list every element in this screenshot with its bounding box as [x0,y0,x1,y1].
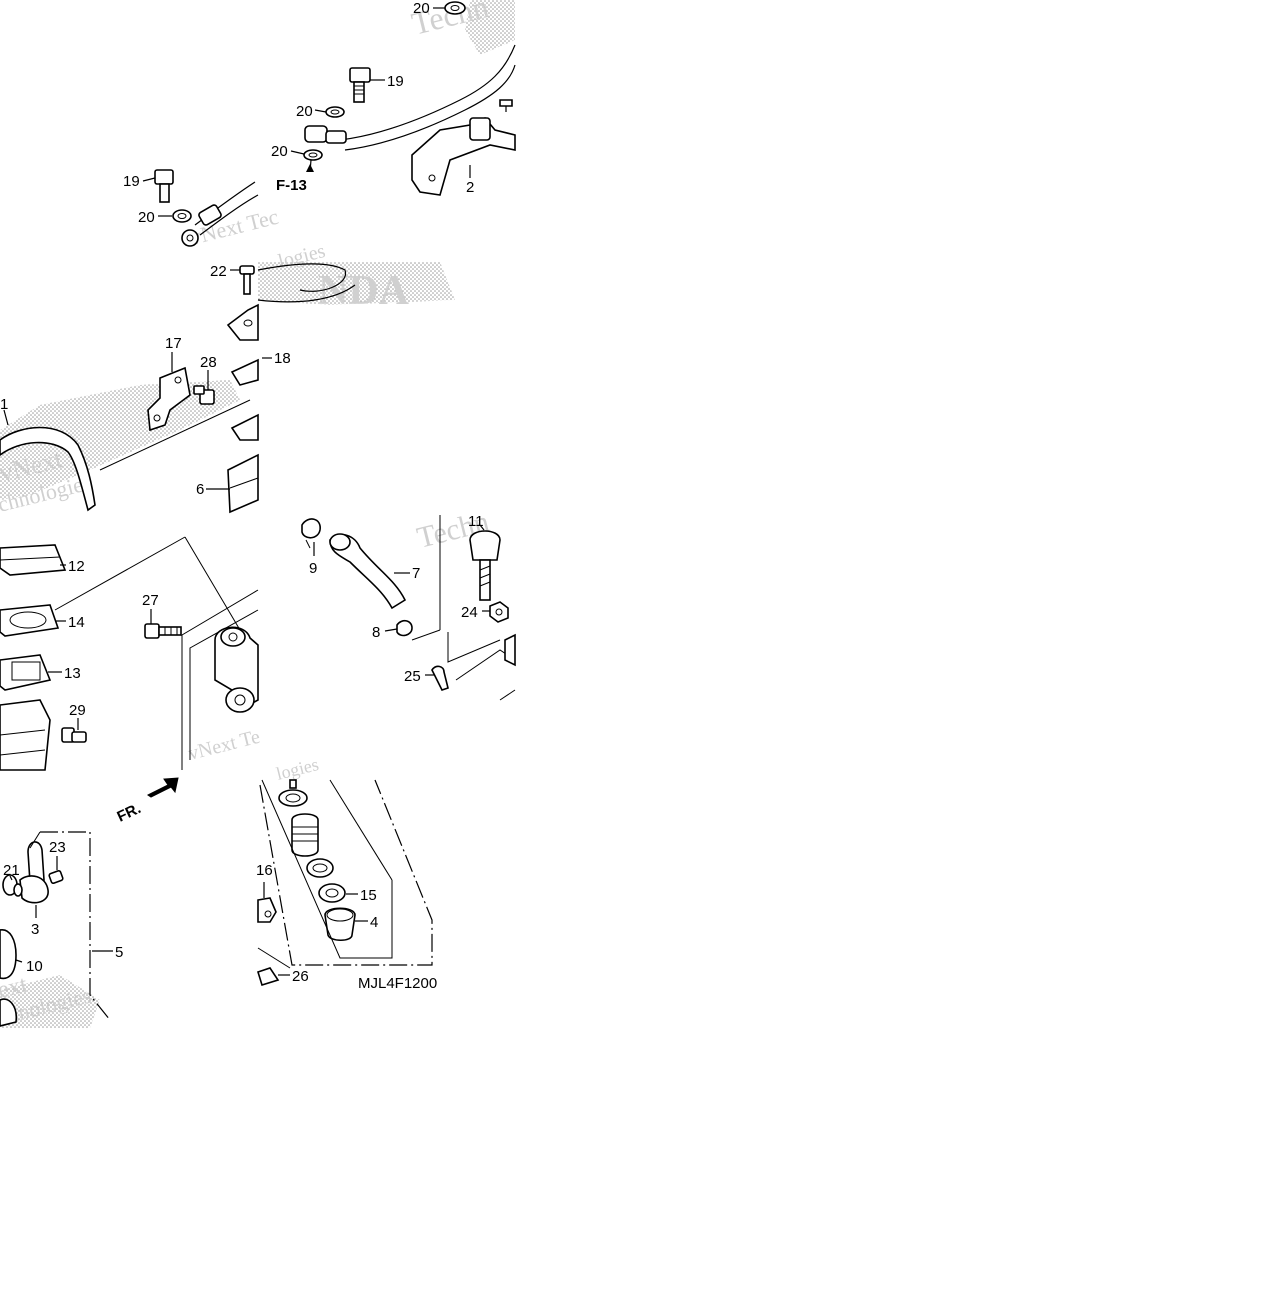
callout-label: 23 [49,839,66,856]
callout-label: 27 [142,592,159,609]
callout-label: 5 [115,944,123,961]
callout-labels: 20 19 20 20 F-13 19 20 2 22 17 28 18 1 6… [0,0,490,985]
tile-master-cylinder [0,536,259,771]
tile-middle-right [301,515,516,701]
callout-label: 15 [360,887,377,904]
callout-label: 11 [468,513,484,530]
tile-middle-left [0,263,356,514]
callout-label: 28 [200,354,217,371]
direction-label: FR. [115,800,144,826]
callout-label: 7 [412,565,420,582]
callout-label: 18 [274,350,291,367]
watermark-text: vNext Te [186,726,262,765]
tile-upper-left [154,169,259,247]
callout-label: 20 [296,103,313,120]
callout-label: 26 [292,968,309,985]
callout-label: 19 [123,173,140,190]
front-direction-indicator: FR. [115,777,179,826]
callout-label: 12 [68,558,85,575]
callout-label: 4 [370,914,378,931]
callout-label: 19 [387,73,404,90]
callout-label: 17 [165,335,182,352]
diagram-code: MJL4F1200 [358,975,437,992]
front-arrow-icon [147,777,179,798]
watermark-text: logies [274,754,321,784]
callout-label: 9 [309,560,317,577]
stipple-bottom-left [0,975,100,1028]
callout-label: 20 [271,143,288,160]
stipple-left-hose [0,380,240,500]
reference-label: F-13 [276,177,307,194]
callout-label: 24 [461,604,478,621]
callout-label: 20 [138,209,155,226]
callout-label: 21 [3,862,20,879]
stipple-honda-band [258,262,455,305]
callout-label: 8 [372,624,380,641]
stipple-top-right [465,0,515,55]
callout-label: 1 [0,396,8,413]
tile-top-right [303,1,516,196]
callout-label: 29 [69,702,86,719]
callout-label: 13 [64,665,81,682]
tile-bottom-right [257,779,433,987]
callout-label: 20 [413,0,430,17]
callout-label: 22 [210,263,227,280]
callout-label: 10 [26,958,43,975]
callout-label: 16 [256,862,273,879]
tile-bottom-left [0,831,111,1027]
callout-label: 25 [404,668,421,685]
callout-label: 14 [68,614,85,631]
brand-watermark: NDA [318,268,410,314]
callout-label: 6 [196,481,204,498]
callout-label: 2 [466,179,474,196]
callout-label: 3 [31,921,39,938]
